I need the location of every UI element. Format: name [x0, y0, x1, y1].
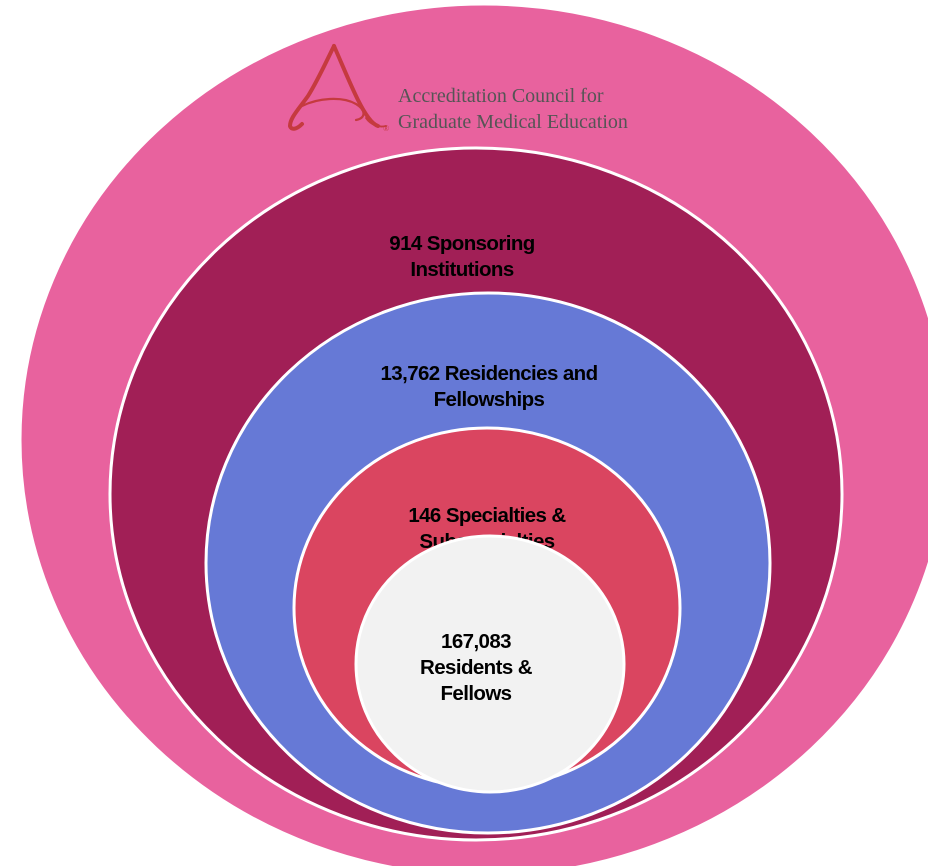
acgme-logo-icon [288, 44, 387, 131]
specialties-label-line-1: 146 Specialties & [408, 504, 566, 527]
residents-fellows-label-line-1: 167,083 [441, 630, 511, 653]
sponsoring-institutions-label-line-2: Institutions [410, 258, 513, 281]
organization-name-line-1: Accreditation Council for [398, 85, 604, 107]
sponsoring-institutions-label-line-1: 914 Sponsoring [389, 232, 534, 255]
residents-fellows-circle [354, 534, 626, 794]
registered-mark: ® [383, 124, 389, 133]
residents-fellows-label-line-2: Residents & [420, 656, 533, 679]
residencies-fellowships-label-line-1: 13,762 Residencies and [381, 362, 598, 385]
residencies-fellowships-label-line-2: Fellowships [434, 388, 545, 411]
residents-fellows-label-line-3: Fellows [441, 682, 512, 705]
organization-name-line-2: Graduate Medical Education [398, 111, 628, 133]
acgme-logo: ® Accreditation Council for Graduate Med… [288, 44, 628, 133]
